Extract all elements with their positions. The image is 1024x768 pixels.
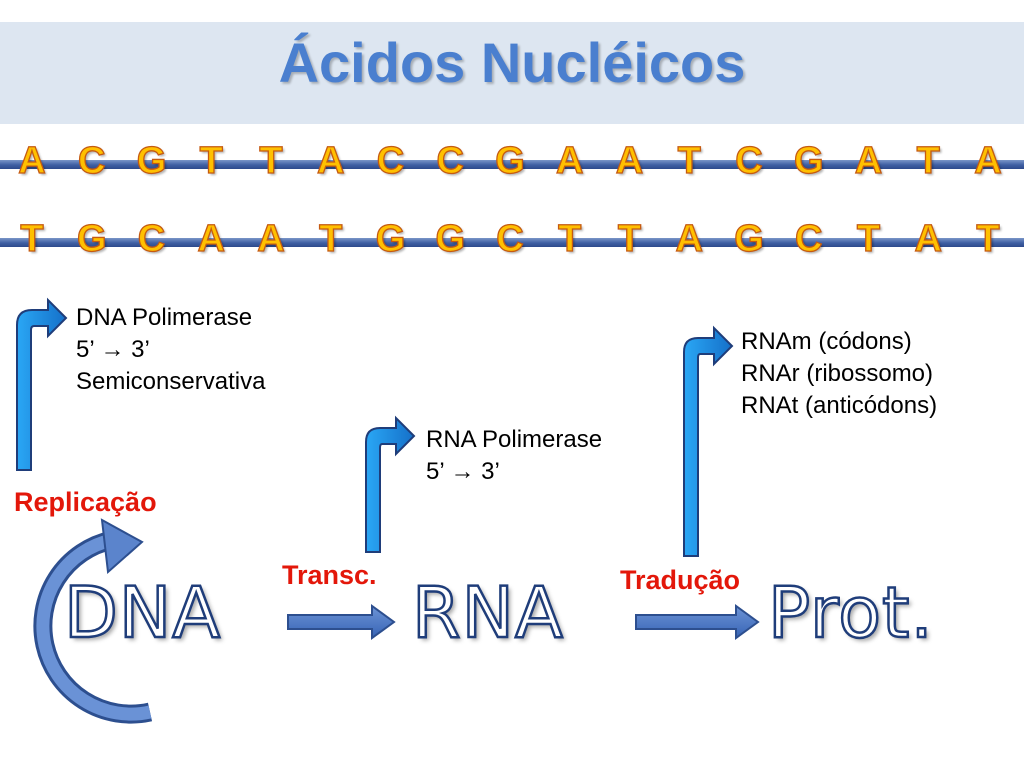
note-rna-polimerase: RNA Polimerase (426, 426, 603, 453)
note-direction: 5’ → 3’ (76, 336, 150, 363)
translation-bent-arrow (683, 325, 734, 557)
bottom-strand-base: T (557, 217, 582, 260)
transcription-notes: RNA Polimerase 5’ → 3’ (426, 424, 602, 488)
top-strand-base: G (793, 139, 824, 182)
bottom-strand-base: G (734, 217, 765, 260)
bottom-strand-base: C (137, 217, 166, 260)
replication-notes: DNA Polimerase 5’ → 3’ Semiconservativa (76, 302, 265, 398)
slide-title: Ácidos Nucléicos (278, 31, 746, 94)
bottom-strand-base: T (976, 217, 1001, 260)
bottom-strand-base: A (257, 217, 286, 260)
top-strand-base: T (259, 139, 284, 182)
transcription-bent-arrow (365, 415, 416, 553)
bottom-strand-base: A (914, 217, 943, 260)
translation-label: Tradução (620, 565, 741, 595)
top-strand-base: A (555, 139, 584, 182)
top-strand-base: A (974, 139, 1003, 182)
bottom-strand-base: A (197, 217, 226, 260)
translation-notes: RNAm (códons) RNAr (ribossomo) RNAt (ant… (741, 326, 937, 422)
bottom-strand-base: A (675, 217, 704, 260)
dna-to-rna-arrow (287, 604, 396, 640)
bottom-strand-base: T (20, 217, 45, 260)
top-strand-base: C (376, 139, 405, 182)
top-strand-base: A (615, 139, 644, 182)
prot-word: Prot. (767, 571, 934, 656)
note-dna-polimerase: DNA Polimerase (76, 304, 253, 331)
replication-label: Replicação (14, 487, 157, 517)
top-strand-base: A (316, 139, 345, 182)
top-strand-base: C (436, 139, 465, 182)
bottom-strand-base: G (375, 217, 406, 260)
top-strand-base: G (136, 139, 167, 182)
bottom-strand-base: T (318, 217, 343, 260)
top-strand-base: T (677, 139, 702, 182)
replication-cycle-arrow (33, 518, 153, 724)
note-direction: 5’ → 3’ (426, 458, 500, 485)
transcription-label: Transc. (282, 560, 377, 590)
top-strand-base: A (18, 139, 47, 182)
rna-word: RNA (411, 571, 564, 656)
bottom-strand-base: G (435, 217, 466, 260)
top-strand-base: C (735, 139, 764, 182)
dna-word: DNA (63, 571, 222, 656)
top-strand-base: A (854, 139, 883, 182)
top-strand-base: C (77, 139, 106, 182)
top-strand-backbone (0, 160, 1024, 169)
top-strand-base: T (916, 139, 941, 182)
bottom-strand-base: C (794, 217, 823, 260)
replication-bent-arrow (16, 297, 68, 471)
bottom-strand-backbone (0, 238, 1024, 247)
bottom-strand-base: T (617, 217, 642, 260)
note-semiconservativa: Semiconservativa (76, 368, 266, 395)
bottom-strand-base: T (856, 217, 881, 260)
top-strand-base: T (199, 139, 224, 182)
note-rnam: RNAm (códons) (741, 328, 912, 355)
top-strand-base: G (495, 139, 526, 182)
bottom-strand-base: G (76, 217, 107, 260)
title-band (0, 22, 1024, 124)
note-rnar: RNAr (ribossomo) (741, 360, 934, 387)
rna-to-prot-arrow (635, 604, 760, 640)
bottom-strand-base: C (496, 217, 525, 260)
note-rnat: RNAt (anticódons) (741, 392, 938, 419)
